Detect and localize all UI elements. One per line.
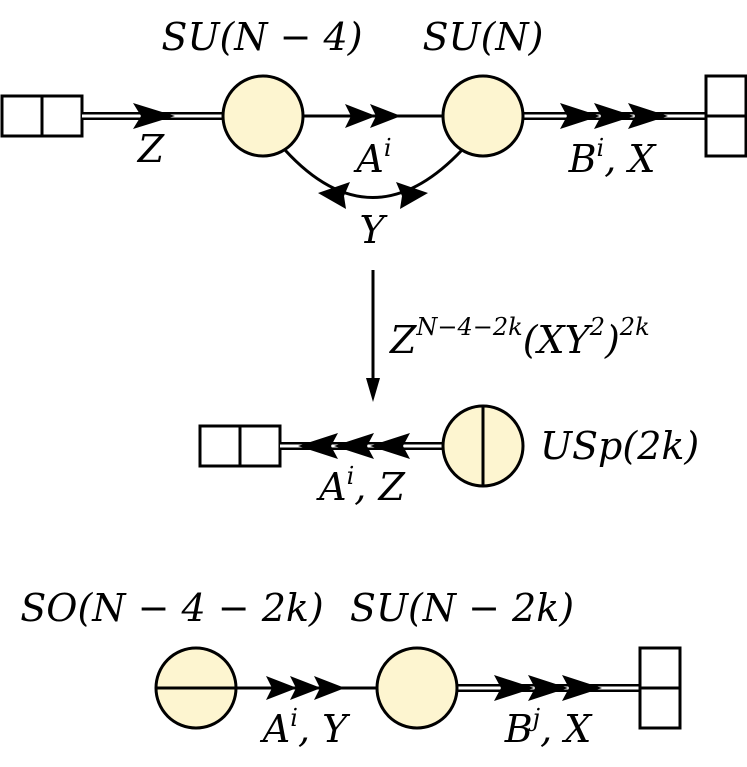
arrow-head-y-right (396, 182, 428, 209)
node-label-so: SO(N − 4 − 2k) (20, 586, 323, 630)
arrow-head-az3 (370, 433, 410, 459)
top-quiver: SU(N − 4) SU(N) Z Ai Bi, X Y (0, 15, 747, 252)
arrow-head-b3 (628, 103, 668, 129)
edge-label-z: Z (137, 127, 165, 171)
gauge-node-su-n (441, 74, 525, 158)
gauge-node-su-n-minus-4 (221, 74, 305, 158)
arrow-head-az2 (334, 433, 374, 459)
edge-y (283, 148, 464, 199)
arrow-head-ay1 (266, 676, 297, 700)
arrow-head-b2 (594, 103, 634, 129)
node-label-su-n-minus-4: SU(N − 4) (161, 15, 362, 59)
deformation-arrow: ZN−4−2k(XY2)2k (366, 270, 650, 402)
gauge-node-su-n-minus-2k (375, 646, 459, 730)
arrow-head-az1 (298, 433, 338, 459)
node-label-usp-2k: USp(2k) (540, 424, 699, 468)
arrow-head-y-left (318, 182, 350, 209)
flow-arrow-head (366, 378, 380, 402)
middle-quiver: USp(2k) Ai, Z (198, 404, 699, 509)
arrow-head-b1 (560, 103, 600, 129)
edge-label-b-x: Bi, X (568, 134, 658, 181)
edge-label-a: Ai (353, 134, 391, 181)
arrow-head-a1 (345, 104, 376, 128)
arrow-head-bx1 (494, 675, 534, 701)
arrow-head-ay2 (290, 676, 321, 700)
edge-label-a-y: Ai, Y (260, 704, 351, 751)
arrow-head-z (133, 103, 175, 129)
edge-label-y: Y (359, 208, 388, 252)
arrow-head-ay3 (314, 676, 345, 700)
arrow-head-a2 (370, 104, 401, 128)
node-label-su-n: SU(N) (423, 15, 544, 59)
node-label-su-n-minus-2k: SU(N − 2k) (350, 586, 574, 630)
bottom-quiver: SO(N − 4 − 2k) SU(N − 2k) Ai, Y Bj, X (20, 586, 682, 751)
edge-label-a-z: Ai, Z (316, 462, 405, 509)
arrow-head-bx2 (528, 675, 568, 701)
edge-label-b-x-bottom: Bj, X (504, 704, 594, 751)
arrow-head-bx3 (562, 675, 602, 701)
deformation-operator: ZN−4−2k(XY2)2k (389, 313, 650, 362)
